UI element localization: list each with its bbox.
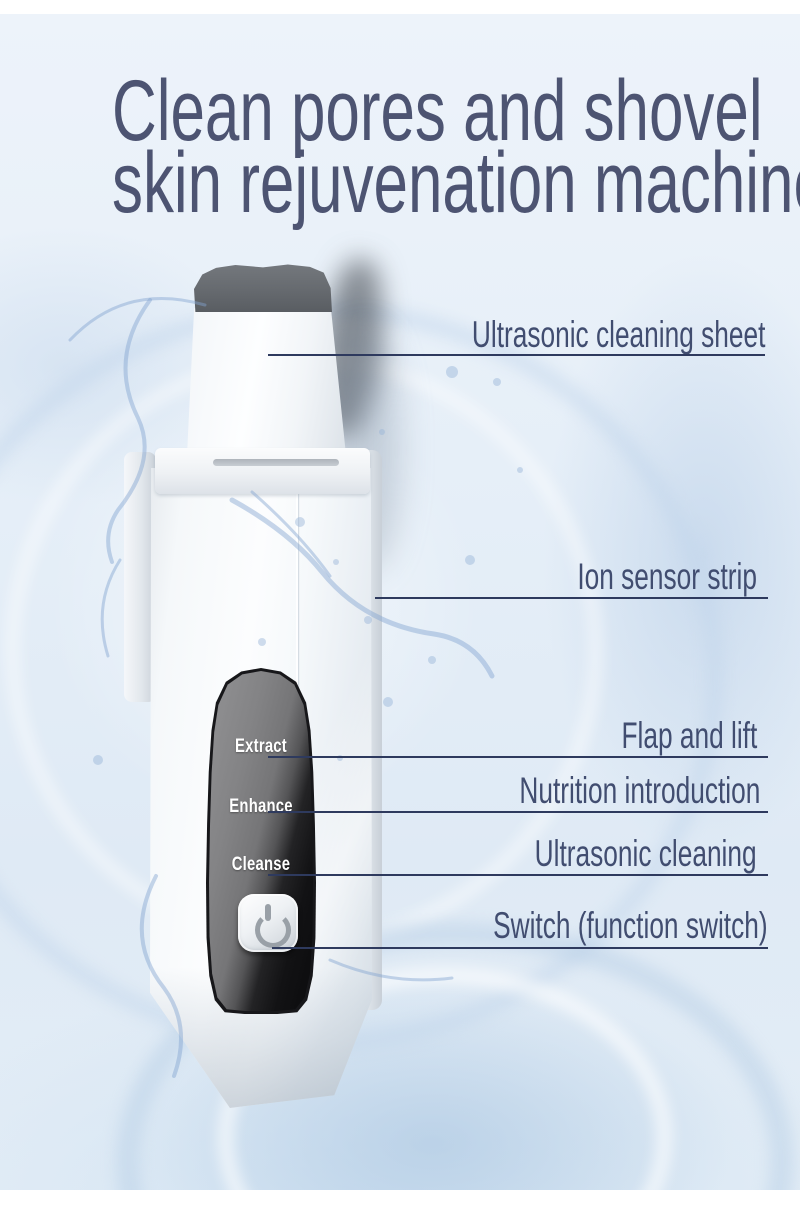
mode-label-cleanse: Cleanse — [231, 854, 291, 875]
device-control-panel: Extract Enhance Cleanse — [206, 668, 316, 1014]
callout-line — [272, 947, 768, 949]
callout-label: Flap and lift — [621, 715, 757, 756]
top-margin — [0, 0, 800, 14]
device-blade — [187, 308, 346, 455]
device-neck — [155, 448, 370, 494]
mode-label-enhance: Enhance — [229, 796, 293, 817]
mode-label-extract: Extract — [235, 736, 287, 757]
callout-label: Ion sensor strip — [577, 556, 757, 597]
callout-line — [268, 874, 768, 876]
callout-label: Nutrition introduction — [519, 770, 760, 811]
callout-line — [375, 597, 768, 599]
callout-line — [268, 354, 765, 356]
callout-label: Ultrasonic cleaning — [535, 833, 757, 874]
power-icon — [255, 912, 291, 948]
device-power-button — [238, 894, 298, 952]
callout-line — [268, 756, 768, 758]
callout-label: Ultrasonic cleaning sheet — [471, 314, 765, 355]
bottom-margin — [0, 1190, 800, 1209]
callout-label: Switch (function switch) — [493, 905, 768, 946]
page-title-line-2: skin rejuvenation machine — [112, 135, 800, 231]
callout-line — [268, 811, 768, 813]
ion-sensor-strip — [213, 459, 339, 466]
power-icon — [265, 904, 271, 921]
page-title-line-1: Clean pores and shovel — [112, 63, 763, 159]
control-panel-face — [209, 671, 313, 1011]
device-side-rail — [124, 452, 156, 702]
device-blade-cap — [194, 264, 332, 312]
